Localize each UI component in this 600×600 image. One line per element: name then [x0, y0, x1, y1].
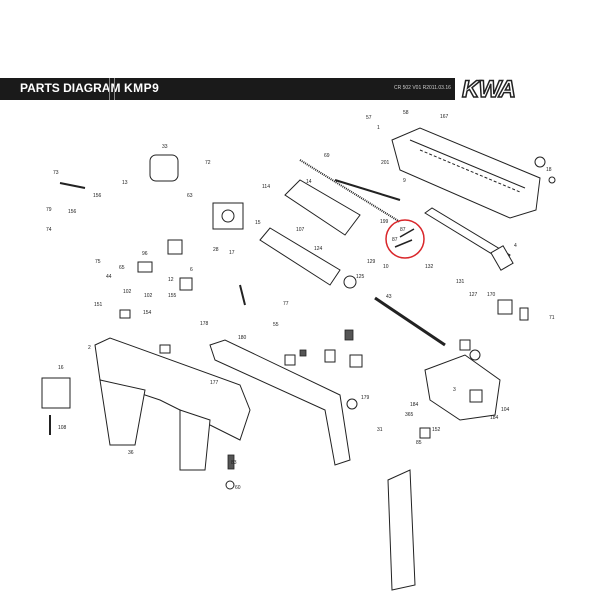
- lower-receiver: [94, 337, 251, 471]
- part-number-label: 102: [123, 289, 132, 295]
- part-number-label: 156: [68, 209, 77, 215]
- part-number-label: 87: [392, 237, 398, 243]
- part-number-label: 79: [46, 207, 52, 213]
- divider: [109, 78, 115, 100]
- part-number-label: 73: [53, 170, 59, 176]
- outer-barrel: [374, 296, 446, 347]
- part-number-label: 85: [416, 440, 422, 446]
- part-number-label: 74: [46, 227, 52, 233]
- part-number-label: 129: [367, 259, 376, 265]
- part-number-label: 87: [400, 227, 406, 233]
- small-parts: [59, 156, 556, 490]
- part-number-label: 36: [128, 450, 134, 456]
- part-number-label: 125: [356, 274, 365, 280]
- part-number-label: 77: [283, 301, 289, 307]
- header-bar: PARTS DIAGRAM KMP9 CR 502 V01 R2011.03.1…: [0, 78, 455, 100]
- magazine: [387, 469, 416, 591]
- part-number-label: 13: [122, 180, 128, 186]
- part-number-label: 131: [456, 279, 465, 285]
- charging-handle: [424, 207, 514, 271]
- part-number-label: 2: [88, 345, 91, 351]
- part-number-label: 107: [296, 227, 305, 233]
- guide-rod: [334, 179, 401, 201]
- part-number-label: 155: [168, 293, 177, 299]
- part-number-label: 154: [143, 310, 152, 316]
- page-title: PARTS DIAGRAM: [20, 81, 121, 95]
- part-number-label: 44: [106, 274, 112, 280]
- part-number-label: 65: [119, 265, 125, 271]
- part-number-label: 199: [380, 219, 389, 225]
- part-number-label: 124: [314, 246, 323, 252]
- part-number-label: 108: [58, 425, 67, 431]
- part-number-label: 180: [238, 335, 247, 341]
- part-number-label: 184: [490, 415, 499, 421]
- brand-logo: KWA: [461, 75, 517, 104]
- part-number-label: 55: [273, 322, 279, 328]
- document-code: CR 502 V01 R2011.03.16: [394, 85, 451, 91]
- part-number-label: 69: [324, 153, 330, 159]
- upper-slide: [391, 127, 541, 219]
- part-number-label: 102: [144, 293, 153, 299]
- part-number-label: 177: [210, 380, 219, 386]
- bolt-housing: [259, 179, 361, 286]
- part-number-label: 365: [405, 412, 414, 418]
- part-number-label: 58: [403, 110, 409, 116]
- model-name: KMP9: [124, 81, 160, 95]
- part-number-label: 10: [383, 264, 389, 270]
- folding-stock: [209, 339, 351, 466]
- part-number-label: 184: [410, 402, 419, 408]
- part-number-label: 132: [425, 264, 434, 270]
- part-number-label: 12: [168, 277, 174, 283]
- part-number-label: 28: [213, 247, 219, 253]
- part-number-label: 18: [546, 167, 552, 173]
- hop-up-chamber: [149, 154, 244, 230]
- part-number-label: 83: [231, 460, 237, 466]
- part-number-label: 31: [377, 427, 383, 433]
- part-number-label: 156: [93, 193, 102, 199]
- part-number-label: 170: [487, 292, 496, 298]
- part-number-label: 152: [432, 427, 441, 433]
- part-number-label: 127: [469, 292, 478, 298]
- part-number-labels: 5816757120196914337273156131141579741566…: [46, 110, 555, 491]
- highlight-circle: [385, 219, 425, 259]
- part-number-label: 15: [255, 220, 261, 226]
- part-number-label: 151: [94, 302, 103, 308]
- part-number-label: 43: [386, 294, 392, 300]
- trigger-group: [424, 354, 501, 421]
- part-number-label: 3: [453, 387, 456, 393]
- part-number-label: 96: [142, 251, 148, 257]
- part-number-label: 57: [366, 115, 372, 121]
- part-number-label: 71: [549, 315, 555, 321]
- part-number-label: 4: [514, 243, 517, 249]
- part-number-label: 178: [200, 321, 209, 327]
- part-number-label: 72: [205, 160, 211, 166]
- part-number-label: 33: [162, 144, 168, 150]
- part-number-label: 1: [377, 125, 380, 131]
- part-number-label: 60: [235, 485, 241, 491]
- part-number-label: 104: [501, 407, 510, 413]
- part-number-label: 179: [361, 395, 370, 401]
- part-number-label: 14: [306, 179, 312, 185]
- part-number-label: 75: [95, 259, 101, 265]
- part-number-label: 167: [440, 114, 449, 120]
- part-number-label: 63: [187, 193, 193, 199]
- part-number-label: 201: [381, 160, 390, 166]
- highlighted-springs: [385, 219, 425, 259]
- recoil-spring: [299, 159, 401, 223]
- part-number-label: 17: [229, 250, 235, 256]
- part-number-label: 6: [190, 267, 193, 273]
- stock-lock: [41, 377, 71, 435]
- part-number-label: 9: [403, 178, 406, 184]
- part-number-label: 16: [58, 365, 64, 371]
- part-number-label: 114: [262, 184, 270, 190]
